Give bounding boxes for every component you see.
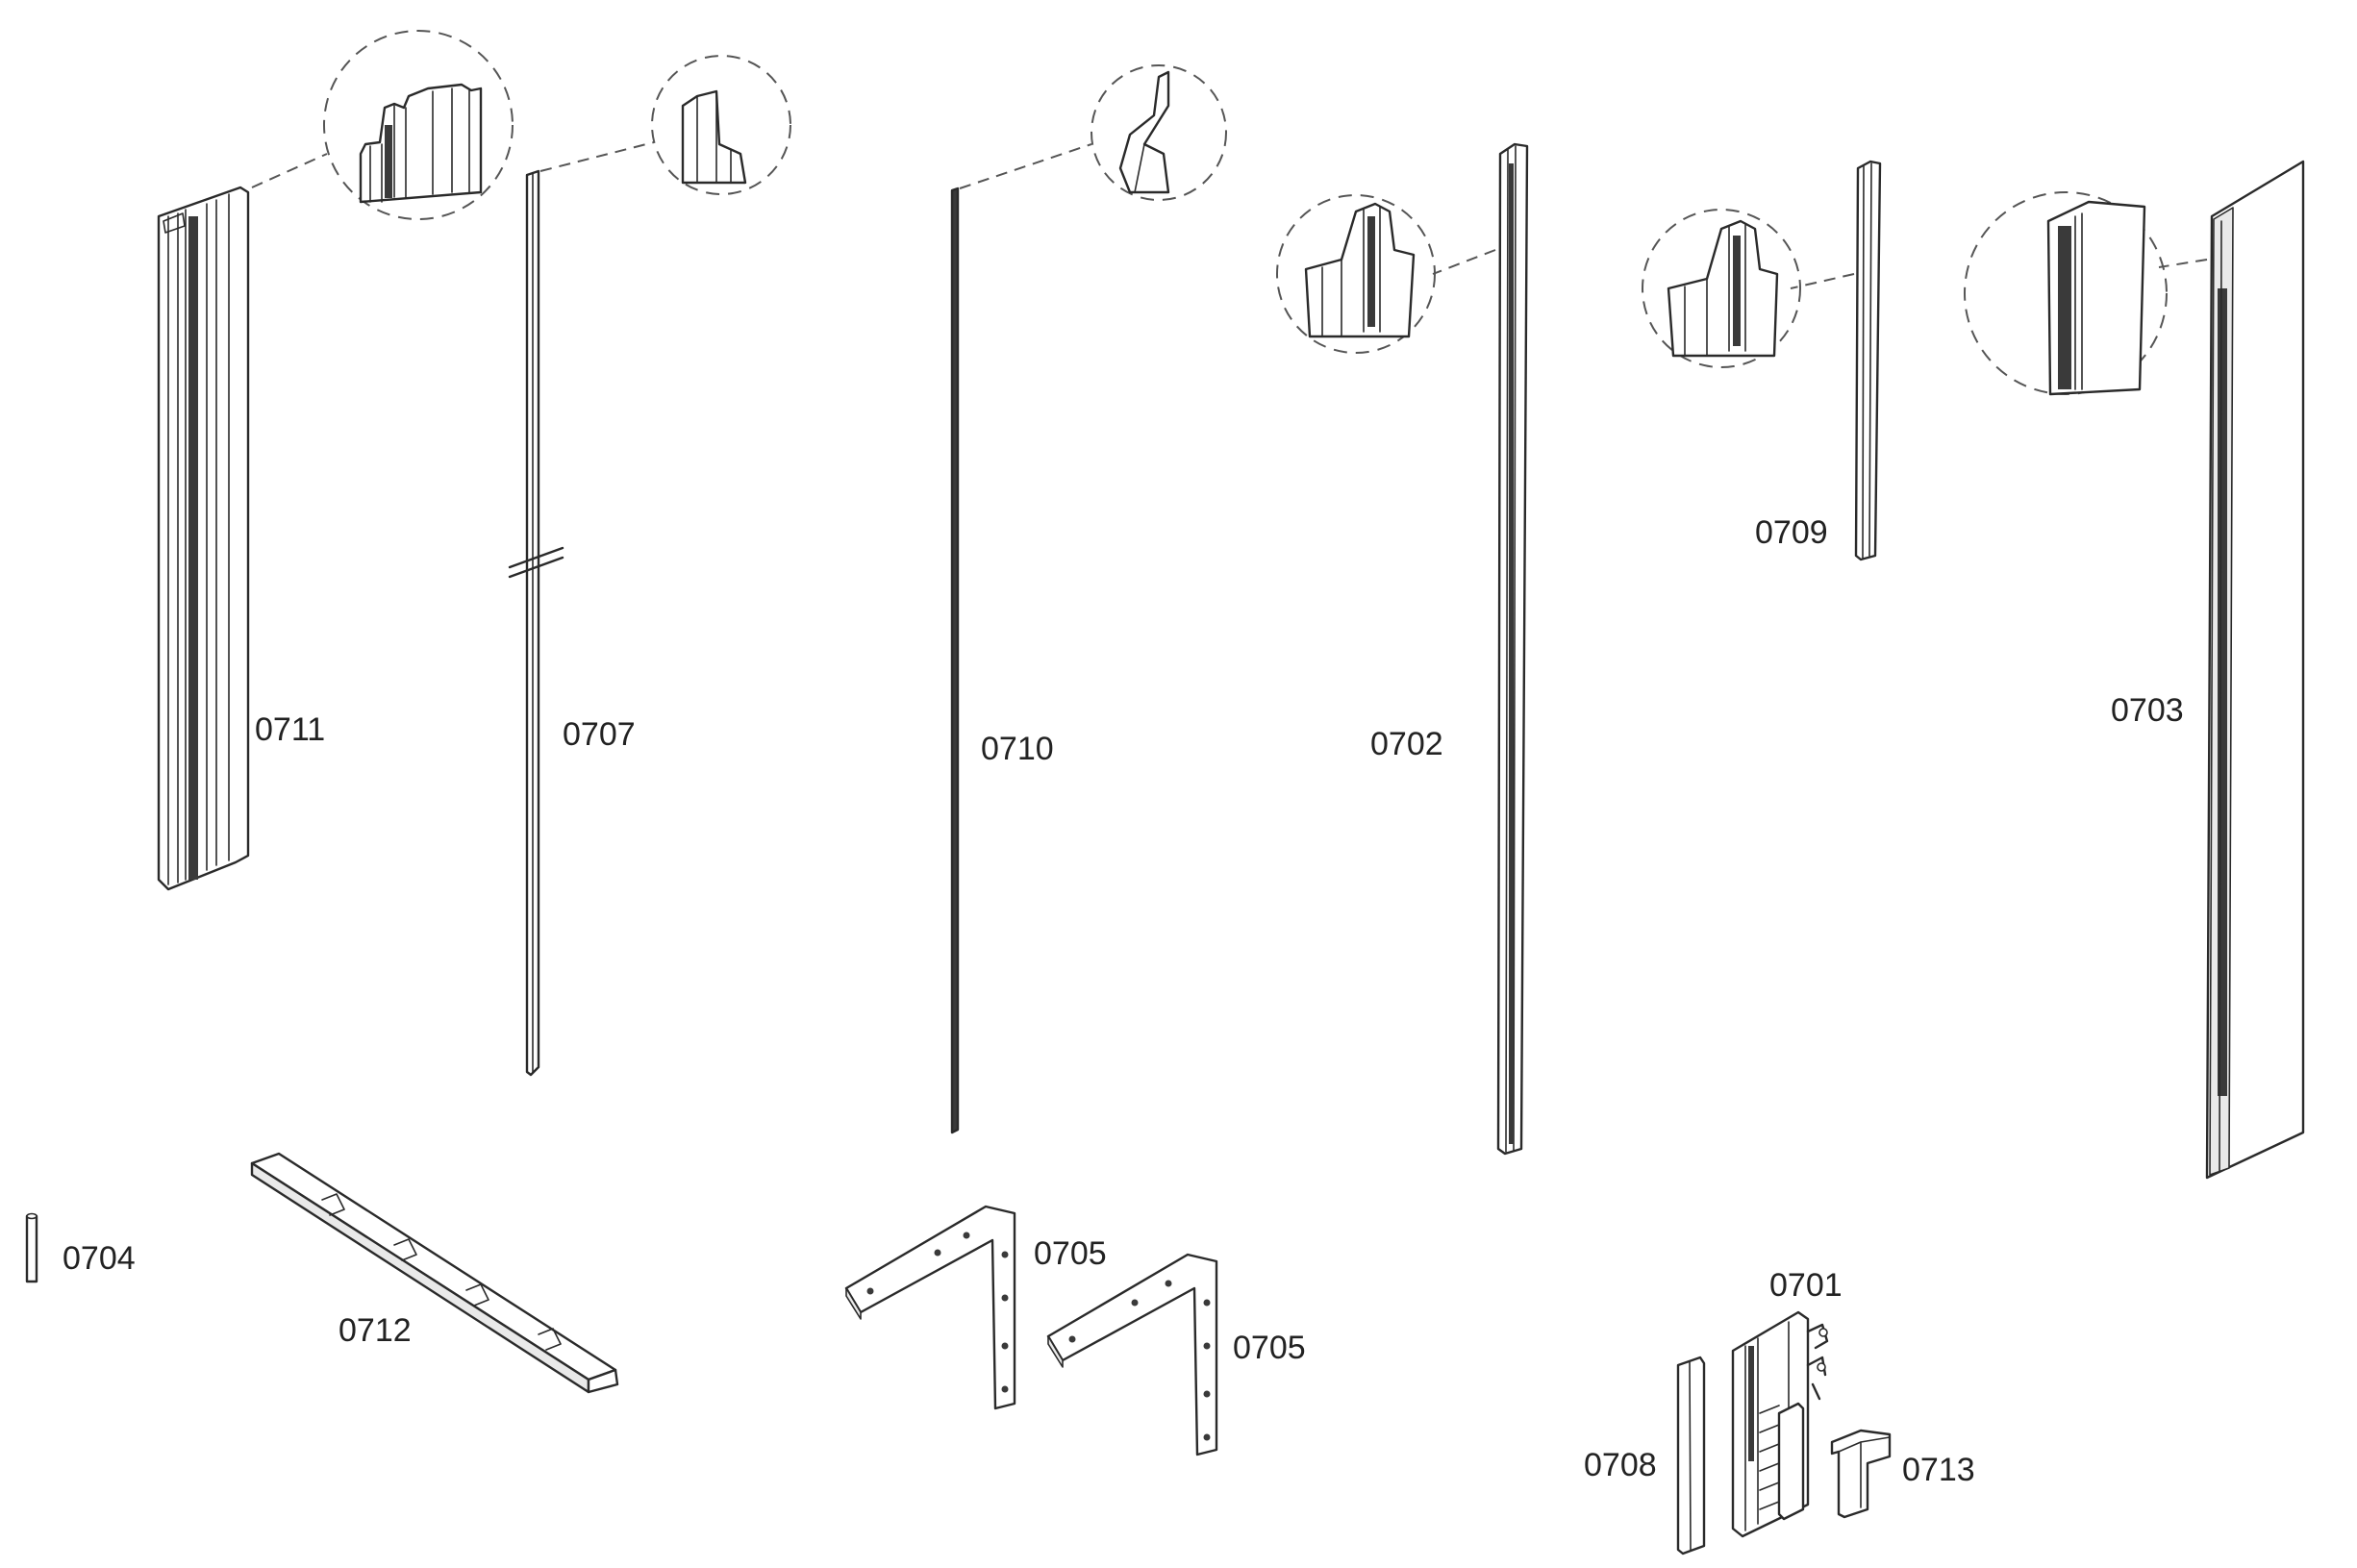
detail-callout-0707 [651,55,791,195]
part-0703-panel [2205,160,2305,1180]
leader-0707 [539,141,655,172]
part-0701-assembly [1731,1310,1829,1538]
part-0704-pin [25,1212,38,1283]
part-0710-rod [950,187,960,1134]
label-0705-a: 0705 [1034,1235,1107,1272]
part-0708-bar [1676,1356,1706,1556]
label-0702: 0702 [1370,726,1443,762]
part-0705-bracket-b [1046,1253,1218,1456]
leader-0710 [959,143,1092,189]
leader-0703 [2158,259,2208,268]
detail-callout-0711 [323,30,514,220]
detail-callout-0702 [1276,194,1436,354]
part-0709-short-channel [1854,160,1882,561]
label-0705-b: 0705 [1233,1330,1306,1366]
part-0705-bracket-a [844,1205,1016,1410]
part-0713-block [1830,1429,1892,1519]
part-0711-extrusion [157,186,250,891]
label-0709: 0709 [1755,514,1828,551]
leader-0702 [1432,249,1496,275]
label-0708: 0708 [1584,1447,1657,1483]
label-0712: 0712 [339,1312,412,1349]
detail-callout-0710 [1091,64,1227,201]
label-0713: 0713 [1902,1452,1975,1488]
label-0701: 0701 [1769,1267,1843,1304]
label-0703: 0703 [2111,692,2184,729]
leader-0711 [251,153,328,188]
part-0702-channel [1496,142,1529,1156]
label-0711: 0711 [255,711,325,748]
label-0704: 0704 [63,1240,136,1277]
detail-callout-0703 [1964,191,2168,396]
label-0707: 0707 [563,716,636,753]
label-0710: 0710 [981,731,1054,767]
part-0707-strip [508,169,564,1077]
leader-0709 [1790,273,1855,289]
detail-callout-0709 [1642,209,1801,368]
part-0712-slotted-rail [250,1152,619,1394]
